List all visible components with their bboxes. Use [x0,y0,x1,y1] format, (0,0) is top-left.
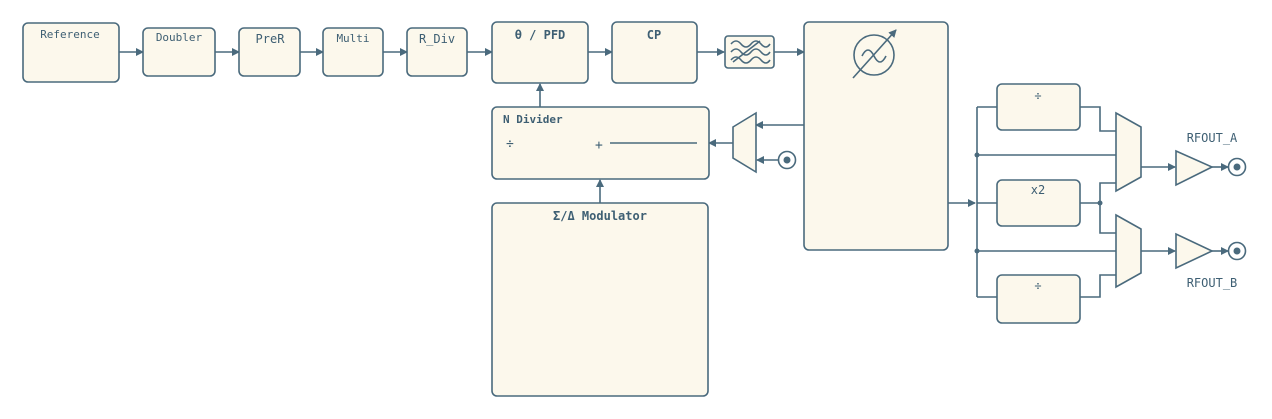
sigma-delta-label: Σ/Δ Modulator [553,209,647,223]
reference-block: Reference [22,22,120,83]
reference-label: Reference [40,28,100,41]
x2-to-mux-a-line [1099,182,1116,203]
mux-b-icon [1115,213,1142,289]
div-top-block: ÷ [996,83,1081,131]
rdiv-label: R_Div [419,32,455,46]
loop-filter-icon [724,35,775,69]
rfout-a-label: RFOUT_A [1187,131,1238,145]
multi-label: Multi [336,32,369,45]
sigma-delta-block: Σ/Δ Modulator [491,202,709,397]
x2-block: x2 [996,179,1081,227]
output-port-b-icon [1227,241,1247,261]
prer-label: PreR [256,32,286,46]
x2-label: x2 [1031,183,1045,197]
vco-icon [852,29,897,79]
feedback-input-port-icon [777,150,797,170]
bus-junction-a-dot [974,152,980,158]
rfout-b-label: RFOUT_B [1187,276,1238,290]
doubler-block: Doubler [142,27,216,77]
vco-block [803,21,949,251]
prer-block: PreR [238,27,301,77]
output-port-a-icon [1227,157,1247,177]
pfd-block: θ / PFD [491,21,589,84]
div-top-to-mux-a-line [1080,106,1116,132]
n-divider-label: N Divider [503,113,563,126]
feedback-mux-icon [732,111,757,174]
n-divider-divide-symbol: ÷ [506,137,514,152]
n-divider-plus-symbol: + [595,138,603,153]
pfd-label: θ / PFD [515,28,566,42]
cp-label: CP [647,28,661,42]
x2-to-mux-b-line [1099,203,1116,234]
div-bottom-label: ÷ [1034,279,1041,293]
div-bottom-to-mux-b-line [1080,274,1116,298]
cp-block: CP [611,21,698,84]
doubler-label: Doubler [156,31,203,44]
div-bottom-block: ÷ [996,274,1081,324]
multi-block: Multi [322,27,384,77]
n-divider-block: N Divider ÷ + [491,106,710,180]
mux-a-icon [1115,111,1142,193]
bus-junction-b-dot [974,248,980,254]
x2-junction-dot [1097,200,1103,206]
div-top-label: ÷ [1034,89,1041,103]
buffer-amp-b-icon [1175,232,1214,270]
rdiv-block: R_Div [406,27,468,77]
buffer-amp-a-icon [1175,149,1214,187]
